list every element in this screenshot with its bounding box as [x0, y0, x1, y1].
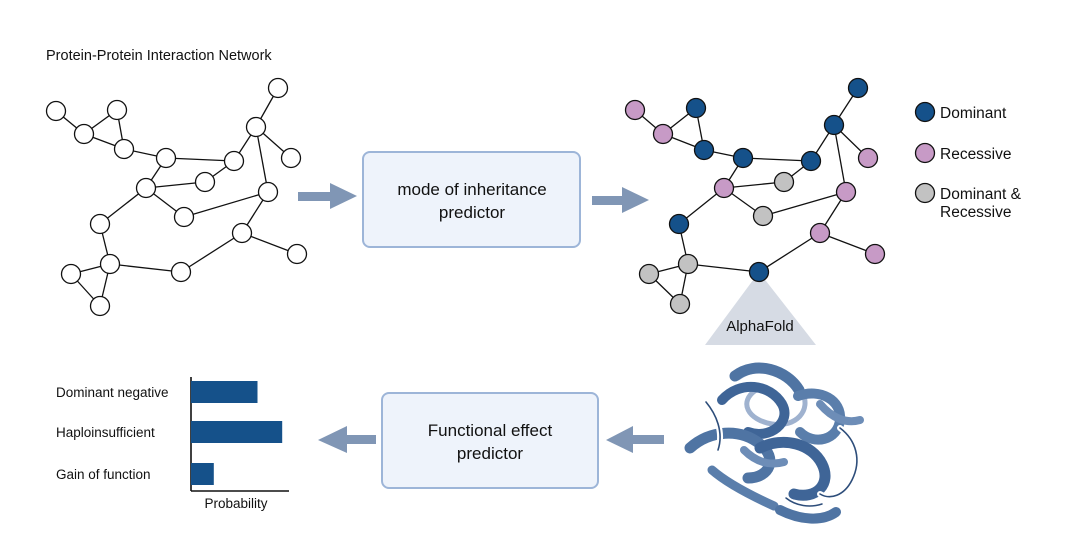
network-node [170, 261, 192, 283]
network-node [245, 116, 267, 138]
arrow-right-2 [592, 187, 649, 213]
network-edge [255, 126, 269, 193]
network-node [800, 150, 822, 172]
network-node [60, 263, 82, 285]
network-node [638, 263, 660, 285]
chart-bar [191, 421, 283, 443]
network-node [677, 253, 699, 275]
network-node [73, 123, 95, 145]
network-node [835, 181, 857, 203]
network-node [106, 99, 128, 121]
alphafold-triangle: AlphaFold [705, 272, 816, 345]
network-node [847, 77, 869, 99]
network-node [223, 150, 245, 172]
network-node [864, 243, 886, 265]
arrow-left-4 [318, 426, 376, 453]
chart-category-label: Haploinsufficient [56, 425, 155, 440]
moi-predictor-box: mode of inheritance predictor [362, 151, 581, 248]
effect-predictor-line2: predictor [457, 444, 523, 463]
legend-swatch-both [914, 182, 936, 204]
legend-label-dominant: Dominant [940, 105, 1007, 122]
network-node [752, 205, 774, 227]
legend-swatch-dominant [914, 101, 936, 123]
network-node [748, 261, 770, 283]
moi-predictor-line1: mode of inheritance [397, 180, 546, 199]
network-edge [742, 157, 812, 162]
network-node [693, 139, 715, 161]
network-node [624, 99, 646, 121]
protein-structure-image [684, 362, 864, 524]
network-node [99, 253, 121, 275]
network-graph-classified [624, 77, 886, 315]
network-node [113, 138, 135, 160]
chart-bar [191, 463, 214, 485]
legend-swatch-recessive [914, 142, 936, 164]
network-edge [758, 232, 821, 273]
network-node [194, 171, 216, 193]
network-edge [109, 263, 182, 273]
network-node [652, 123, 674, 145]
network-node [89, 295, 111, 317]
network-node [173, 206, 195, 228]
network-graph-plain [45, 77, 308, 317]
network-node [267, 77, 289, 99]
network-node [685, 97, 707, 119]
network-node [135, 177, 157, 199]
legend-item-both: Dominant & Recessive [914, 182, 1022, 221]
network-node [257, 181, 279, 203]
network-node [857, 147, 879, 169]
arrow-left-3 [606, 426, 664, 453]
network-node [732, 147, 754, 169]
network-node [45, 100, 67, 122]
network-node [89, 213, 111, 235]
network-edge [762, 191, 847, 217]
legend-label-both-line2: Recessive [940, 204, 1012, 221]
legend-item-recessive: Recessive [914, 142, 1012, 164]
moi-predictor-line2: predictor [439, 203, 505, 222]
network-node [286, 243, 308, 265]
network-node [823, 114, 845, 136]
legend-label-recessive: Recessive [940, 146, 1012, 163]
network-node [155, 147, 177, 169]
probability-bar-chart: Probability Dominant negativeHaploinsuff… [56, 377, 289, 511]
chart-bar [191, 381, 258, 403]
network-edge [180, 232, 243, 273]
network-title: Protein-Protein Interaction Network [46, 48, 272, 64]
network-node [669, 293, 691, 315]
legend: Dominant Recessive Dominant & Recessive [914, 101, 1022, 221]
chart-x-label: Probability [204, 496, 267, 511]
alphafold-label: AlphaFold [726, 318, 794, 335]
network-node [773, 171, 795, 193]
legend-item-dominant: Dominant [914, 101, 1007, 123]
chart-category-label: Gain of function [56, 467, 151, 482]
legend-label-both-line1: Dominant & [940, 186, 1022, 203]
network-edge [183, 191, 269, 218]
network-edge [165, 157, 235, 162]
network-node [280, 147, 302, 169]
network-edge [687, 263, 760, 273]
network-node [809, 222, 831, 244]
network-node [231, 222, 253, 244]
chart-category-label: Dominant negative [56, 385, 169, 400]
arrow-right-1 [298, 183, 357, 209]
network-node [668, 213, 690, 235]
effect-predictor-line1: Functional effect [428, 421, 553, 440]
network-edge [833, 124, 847, 193]
network-node [713, 177, 735, 199]
effect-predictor-box: Functional effect predictor [381, 392, 599, 489]
